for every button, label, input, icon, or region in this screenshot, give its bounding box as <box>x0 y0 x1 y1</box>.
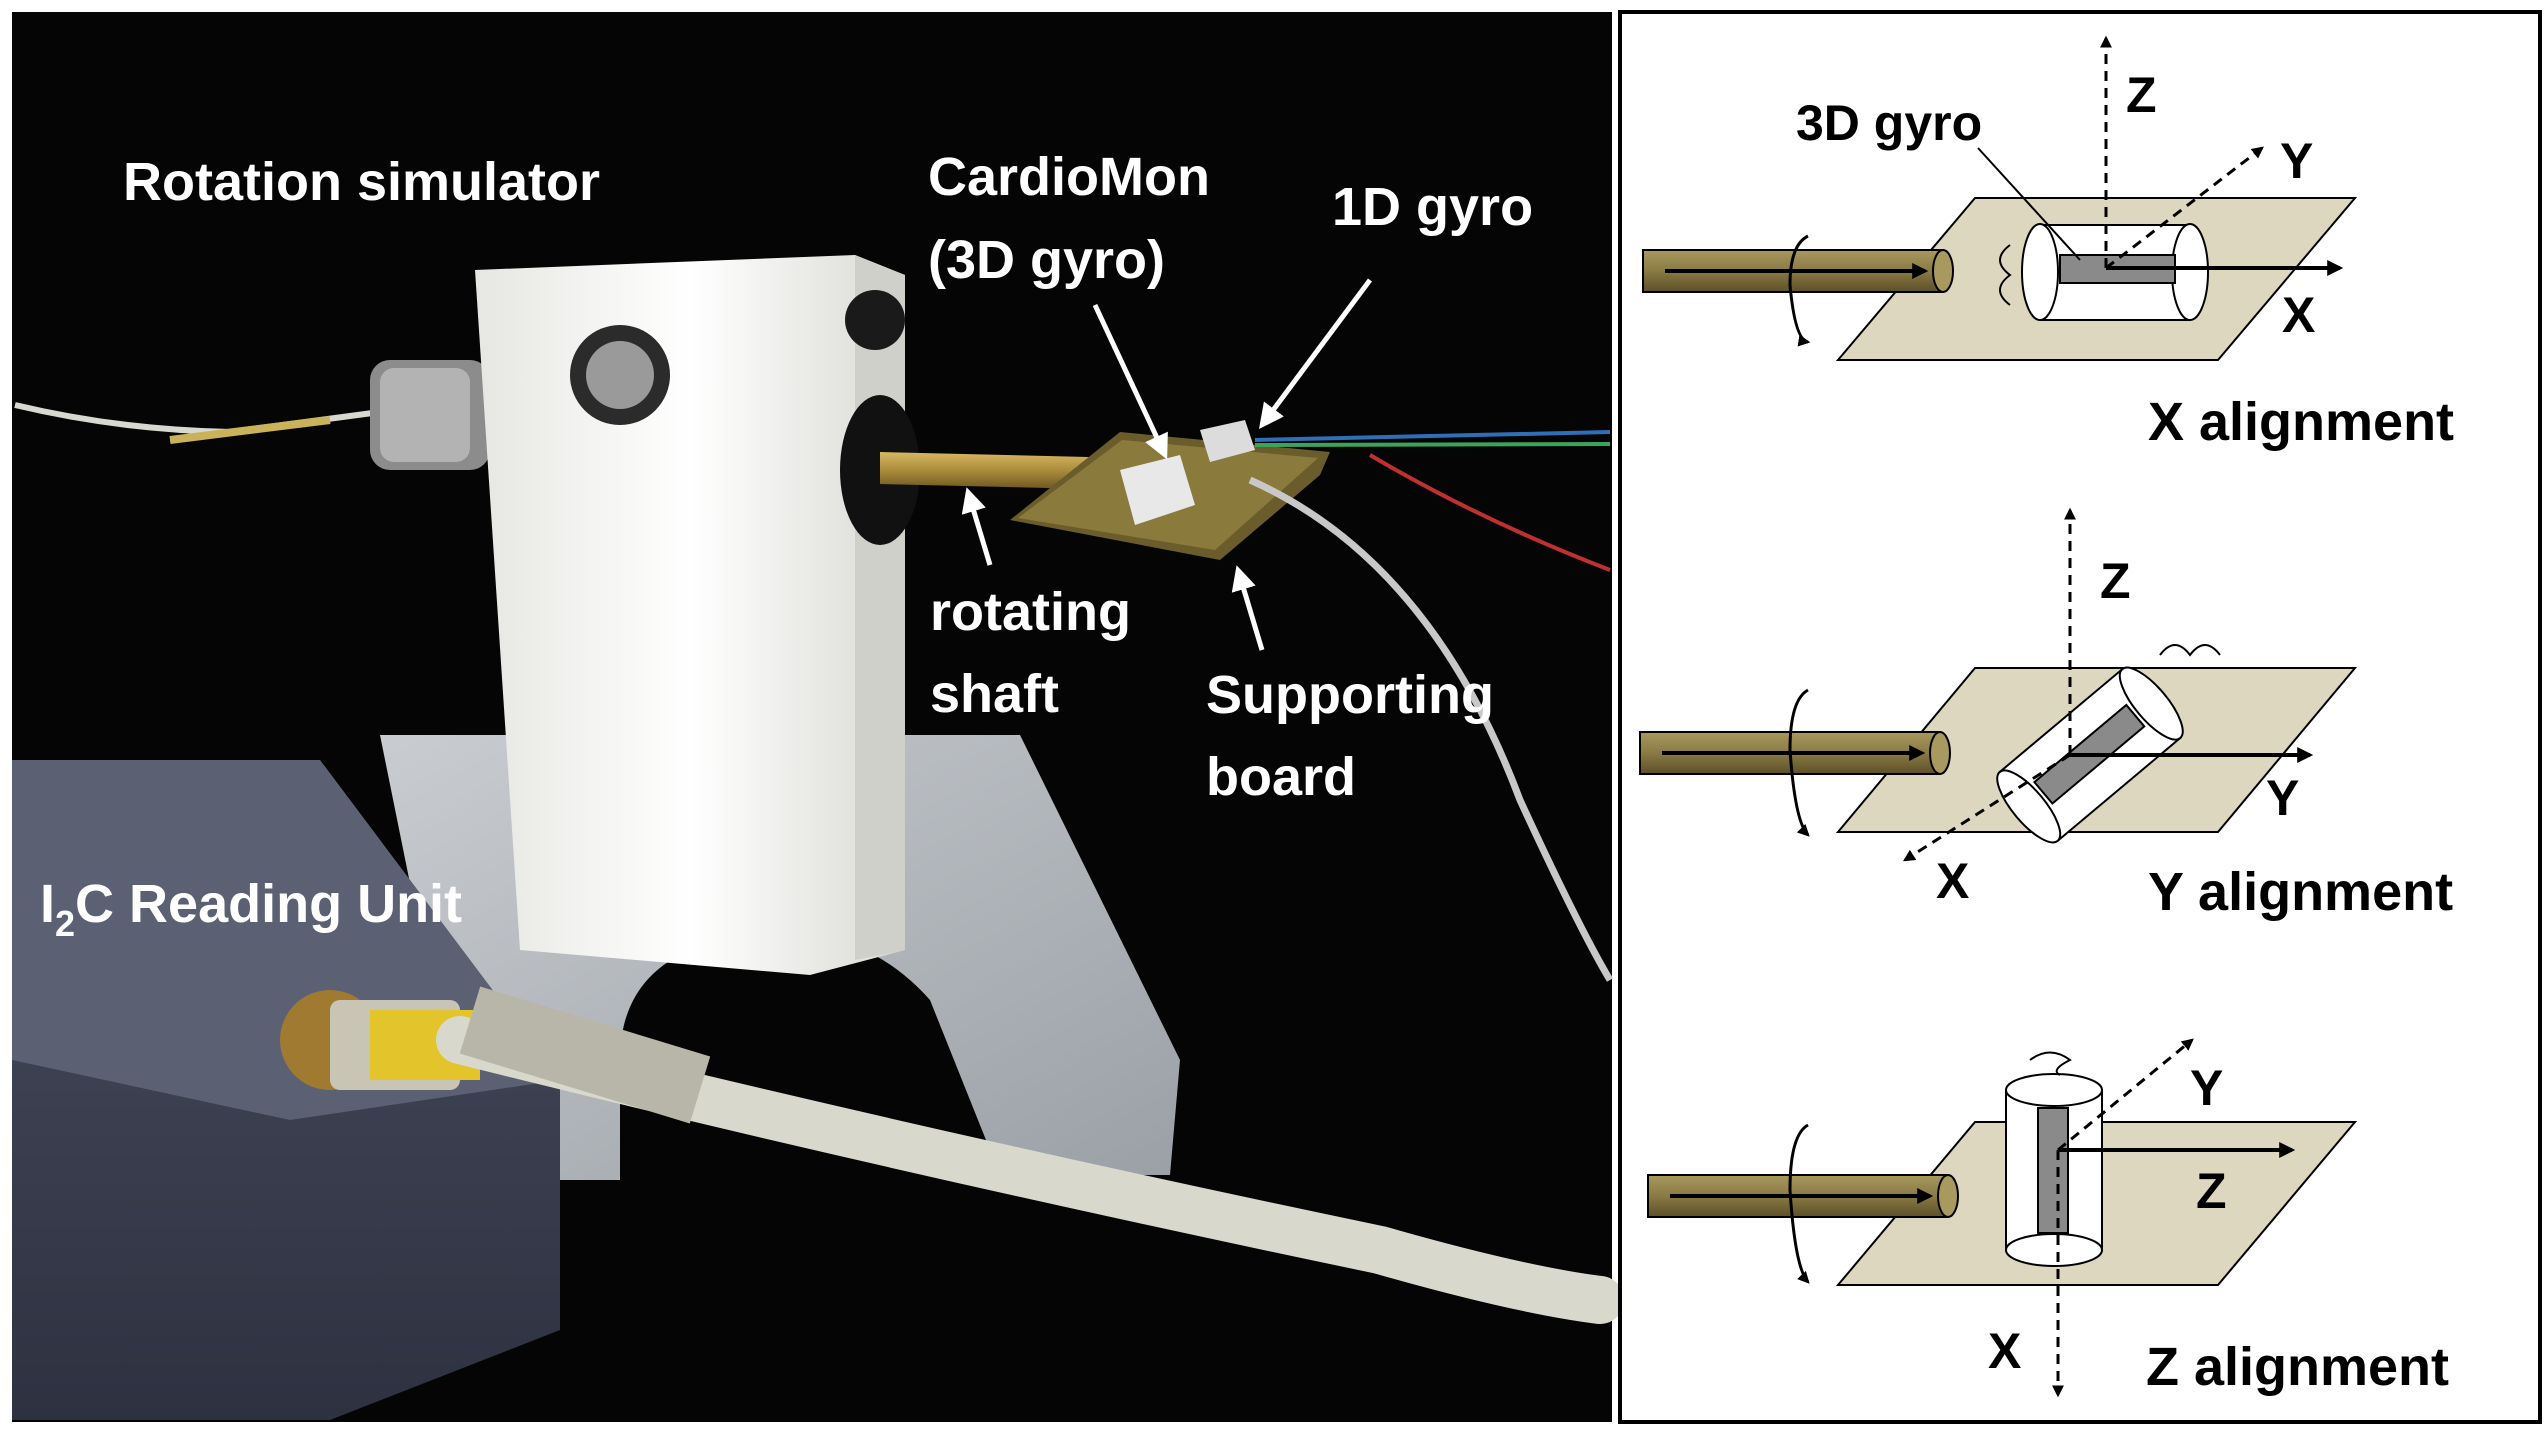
label-rotation-simulator: Rotation simulator <box>123 152 600 212</box>
axis-label-horiz: Y <box>2266 770 2299 826</box>
panel-title: Y alignment <box>2148 862 2453 922</box>
cardiomon-chip <box>1120 455 1195 525</box>
panel-z-alignment: Y X Z Z alignment <box>1647 1038 2449 1398</box>
motor-highlight <box>380 368 470 462</box>
spring-coil <box>2159 644 2221 657</box>
label-shaft: shaft <box>930 664 1059 724</box>
panel-x-alignment: 3D gyro Z Y X X alignment <box>1642 35 2454 452</box>
block-screw <box>586 341 654 409</box>
arrow-1d-gyro <box>1259 278 1373 430</box>
axis-label-up: Z <box>2100 553 2131 609</box>
cable-red <box>1368 453 1611 572</box>
gyro-cylinder-back <box>1996 769 2062 844</box>
arrow-cardiomon <box>1092 303 1168 460</box>
label-supporting: Supporting <box>1206 665 1494 725</box>
arrow-board <box>1231 565 1265 651</box>
photo-panel: Rotation simulator CardioMon (3D gyro) 1… <box>12 12 1624 1422</box>
label-cardiomon: CardioMon <box>928 147 1210 207</box>
panel-title: X alignment <box>2148 392 2454 452</box>
label-1d-gyro: 1D gyro <box>1332 177 1533 237</box>
axis-label-diag: X <box>1936 853 1969 909</box>
label-reading-unit: I2C Reading Unit <box>40 874 462 944</box>
axis-label-diag: Y <box>2280 133 2313 189</box>
panel-title: Z alignment <box>2146 1337 2449 1397</box>
motor-wire-yellow <box>169 416 331 444</box>
gyro-pointer <box>1977 147 2081 261</box>
axis-label-up: Z <box>2126 67 2157 123</box>
panel-y-alignment: Z X Y Y alignment <box>1639 507 2453 922</box>
gyro-cylinder-cap <box>2118 666 2184 741</box>
strain-relief <box>459 986 711 1124</box>
axis-diag <box>2057 1038 2194 1152</box>
arrow-shaft <box>961 487 993 566</box>
rod-end <box>1932 249 1954 293</box>
gyro-1d-chip <box>1200 420 1255 462</box>
cable-blue <box>1254 430 1611 442</box>
gyro-sensor <box>2037 1107 2069 1234</box>
cable-grey <box>1248 476 1614 982</box>
gyro-cylinder-top <box>2005 1073 2103 1107</box>
simulator-block <box>475 255 905 975</box>
label-board: board <box>1206 747 1356 807</box>
gyro-cylinder-cap <box>2171 223 2209 321</box>
spring-coil <box>2029 1051 2072 1076</box>
rod-end <box>1929 731 1951 775</box>
rotation-arc <box>1788 234 1811 347</box>
rod-end <box>1937 1174 1959 1218</box>
gyro-cylinder-bottom <box>2005 1233 2103 1267</box>
gyro-cylinder-back <box>2021 223 2059 321</box>
block-side-screw <box>845 290 905 350</box>
axis-label-diag-y: Y <box>2190 1060 2223 1116</box>
axis-label-horiz: Z <box>2196 1163 2227 1219</box>
spring-coil <box>1999 244 2012 306</box>
diagram-panel: 3D gyro Z Y X X alignment Z <box>1618 10 2542 1424</box>
axis-diag <box>1902 753 2071 862</box>
cable-green <box>1254 442 1611 447</box>
label-rotating: rotating <box>930 582 1131 642</box>
simulator-block-side <box>855 255 905 960</box>
rotation-arc <box>1788 1123 1810 1284</box>
rotation-arc <box>1788 688 1810 837</box>
label-3d-gyro: 3D gyro <box>1796 95 1982 151</box>
axis-label-down-x: X <box>1988 1323 2021 1379</box>
axis-label-horiz: X <box>2282 287 2315 343</box>
label-cardiomon-sub: (3D gyro) <box>928 230 1165 290</box>
